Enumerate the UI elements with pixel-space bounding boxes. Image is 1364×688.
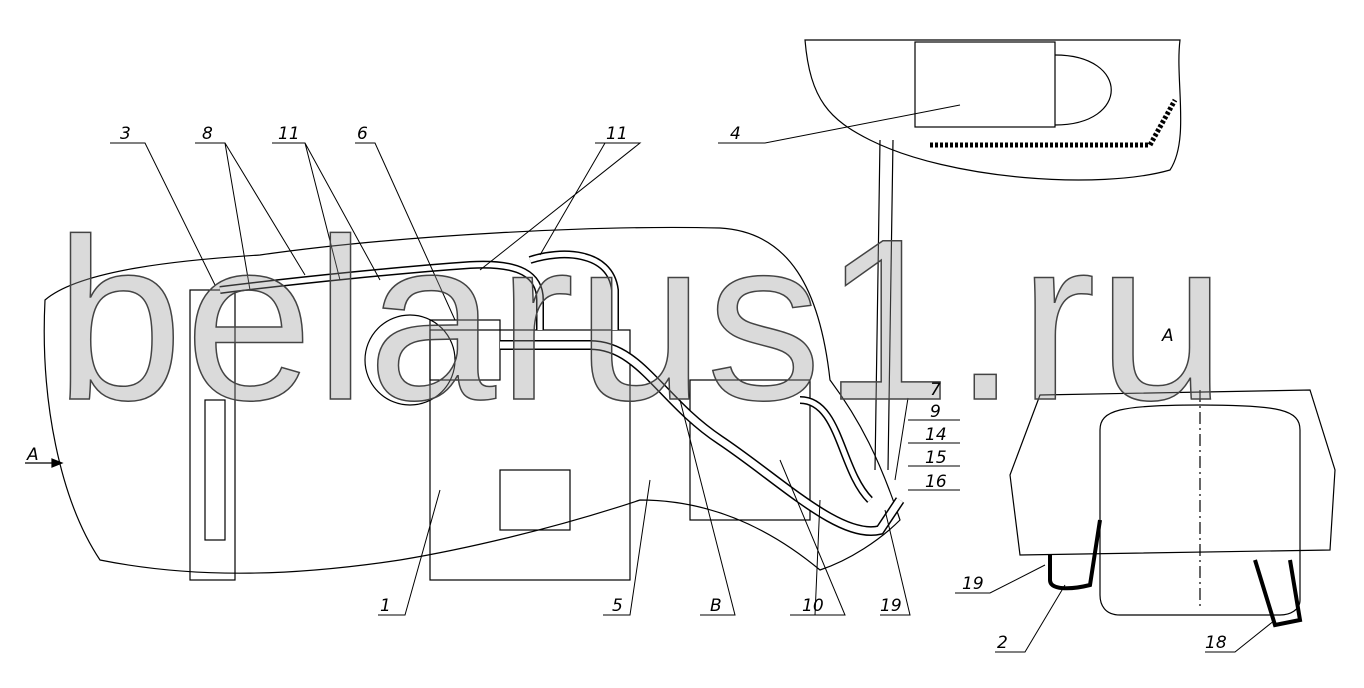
callout-15: 15 — [925, 448, 947, 468]
view-label: A — [1162, 326, 1174, 346]
callout-2: 2 — [997, 633, 1008, 653]
callout-16: 16 — [925, 472, 947, 492]
view-arrow-head — [51, 458, 64, 468]
body-outline — [43, 226, 901, 574]
callout-14: 14 — [925, 425, 947, 445]
view-arrow-label: A — [27, 445, 39, 465]
pulley — [364, 314, 456, 406]
callout-19: 19 — [880, 596, 902, 616]
hose-upper2-inner — [529, 251, 618, 330]
callout-3: 3 — [120, 124, 131, 144]
view-a-hose-right — [1253, 559, 1303, 628]
callout-9: 9 — [930, 402, 941, 422]
callout-6: 6 — [357, 124, 368, 144]
callout-11: 11 — [606, 124, 628, 144]
engine — [429, 329, 631, 581]
callout-19: 19 — [962, 574, 984, 594]
callout-11: 11 — [278, 124, 300, 144]
cab-outline — [804, 39, 1182, 181]
tank — [914, 41, 1056, 128]
view-a-tank — [1099, 404, 1301, 616]
fan-shroud — [204, 399, 226, 541]
hose-main-inner — [500, 341, 903, 535]
callout-5: 5 — [612, 596, 623, 616]
vertical-pipe — [874, 139, 894, 471]
tank-hose — [1054, 54, 1112, 126]
callout-10: 10 — [802, 596, 824, 616]
callout-7: 7 — [930, 380, 941, 400]
callout-18: 18 — [1205, 633, 1227, 653]
view-a-outline — [1009, 389, 1336, 556]
hose-return-inner — [799, 397, 872, 502]
watermark: belarus1.ru — [54, 191, 1228, 448]
pump — [499, 469, 571, 531]
insulation — [930, 98, 1178, 148]
view-a-hose-left — [1048, 519, 1102, 591]
callout-1: 1 — [380, 596, 391, 616]
callout-8: 8 — [202, 124, 213, 144]
transmission — [689, 379, 811, 521]
callout-b: B — [710, 596, 722, 616]
leader-lines — [110, 104, 1276, 653]
radiator — [189, 289, 236, 581]
callout-4: 4 — [730, 124, 741, 144]
hose-upper-inner — [219, 262, 543, 330]
